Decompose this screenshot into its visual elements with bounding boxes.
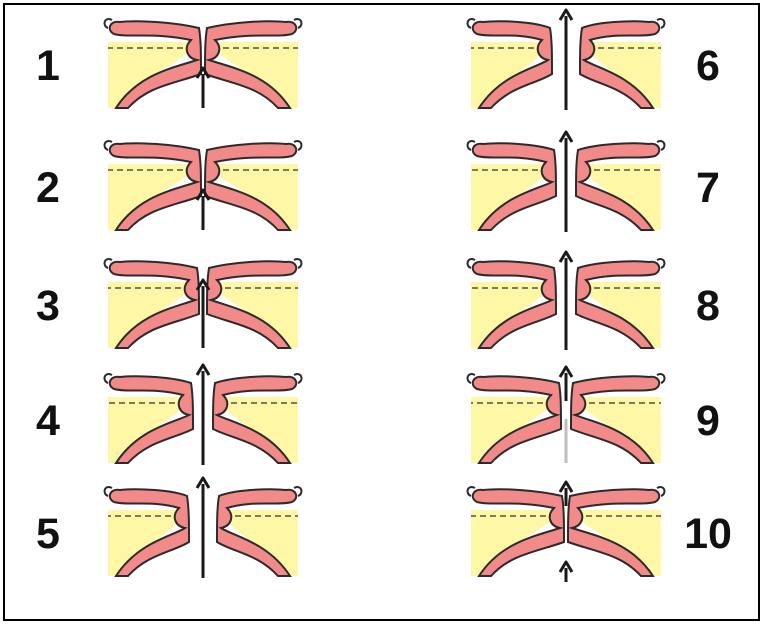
step-6: 6	[468, 10, 720, 110]
step-4: 4	[36, 365, 301, 465]
step-number-2: 2	[36, 164, 60, 212]
step-number-8: 8	[696, 282, 720, 330]
step-10: 10	[468, 482, 732, 582]
step-number-7: 7	[696, 164, 720, 212]
step-3: 3	[36, 259, 301, 348]
step-number-10: 10	[684, 510, 732, 558]
step-number-4: 4	[36, 397, 60, 445]
step-number-3: 3	[36, 282, 60, 330]
step-5: 5	[36, 478, 301, 578]
step-8: 8	[468, 252, 720, 350]
steps-layer: 1 2 3 4 5 6 7 8 9 10	[36, 10, 732, 582]
step-2: 2	[36, 141, 301, 230]
step-number-5: 5	[36, 510, 60, 558]
step-7: 7	[468, 132, 720, 232]
step-number-1: 1	[36, 42, 60, 90]
step-number-6: 6	[696, 42, 720, 90]
step-9: 9	[468, 367, 720, 463]
step-number-9: 9	[696, 397, 720, 445]
step-1: 1	[36, 19, 301, 108]
